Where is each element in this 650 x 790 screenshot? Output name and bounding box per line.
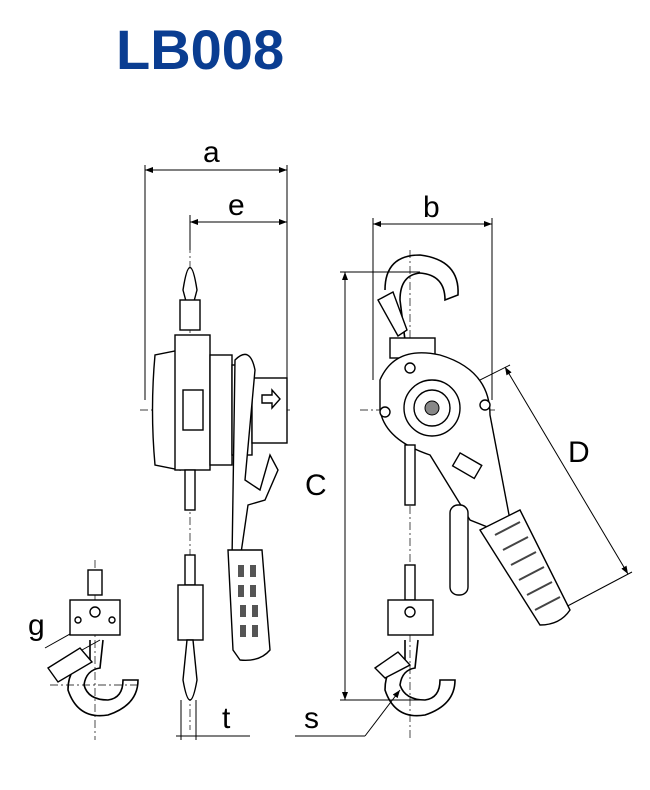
dimension-a: a: [144, 136, 288, 400]
label-D: D: [568, 436, 590, 469]
side-view: [140, 245, 290, 730]
dimension-b: b: [372, 191, 493, 400]
front-view: [360, 250, 571, 740]
dimension-s: s: [295, 689, 401, 737]
label-a: a: [203, 136, 220, 169]
label-e: e: [228, 189, 245, 222]
label-g: g: [28, 609, 45, 642]
label-b: b: [423, 191, 440, 224]
label-s: s: [304, 702, 319, 735]
dimension-C: C: [305, 271, 420, 701]
dimension-e: e: [189, 189, 287, 250]
hook-detail: [46, 560, 140, 740]
model-title: LB008: [116, 18, 285, 81]
label-t: t: [222, 702, 231, 735]
label-C: C: [305, 469, 327, 502]
dimension-t: t: [176, 700, 250, 740]
